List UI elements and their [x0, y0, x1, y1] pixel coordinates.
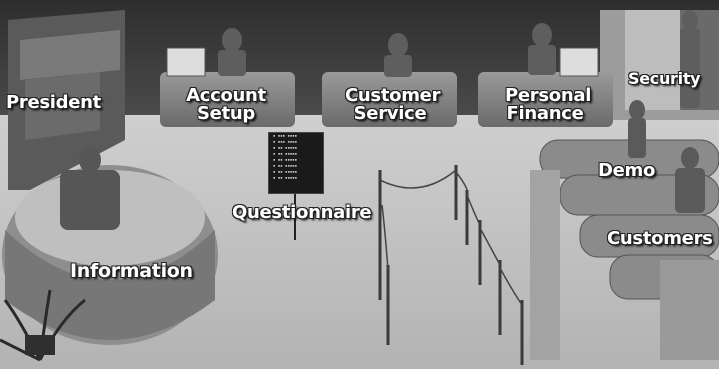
- information-hotspot[interactable]: Information: [70, 260, 193, 282]
- board-row: ▪ ▪▪ ▪▪▪▪▪: [273, 157, 298, 162]
- board-row: ▪ ▪▪ ▪▪▪▪▪: [273, 169, 298, 174]
- personal-finance-hotspot[interactable]: Personal Finance: [505, 85, 592, 124]
- president-hotspot[interactable]: President: [6, 92, 101, 113]
- board-row: ▪ ▪▪ ▪▪▪▪▪: [273, 163, 298, 168]
- security-hotspot[interactable]: Security: [628, 69, 701, 88]
- board-row: ▪ ▪▪ ▪▪▪▪▪: [273, 145, 298, 150]
- board-row: ▪ ▪▪▪ ▪▪▪▪: [273, 139, 298, 144]
- board-row: ▪ ▪▪ ▪▪▪▪▪: [273, 151, 298, 156]
- questionnaire-hotspot[interactable]: Questionnaire: [232, 202, 372, 223]
- board-row: ▪ ▪▪▪ ▪▪▪▪: [273, 133, 298, 138]
- board-row: ▪ ▪▪ ▪▪▪▪▪: [273, 175, 298, 180]
- customers-hotspot[interactable]: Customers: [607, 228, 713, 249]
- account-setup-hotspot[interactable]: Account Setup: [186, 85, 266, 124]
- demo-hotspot[interactable]: Demo: [598, 160, 656, 181]
- questionnaire-board: ▪ ▪▪▪ ▪▪▪▪ ▪ ▪▪▪ ▪▪▪▪ ▪ ▪▪ ▪▪▪▪▪ ▪ ▪▪ ▪▪…: [268, 132, 324, 194]
- customer-service-hotspot[interactable]: Customer Service: [345, 85, 441, 124]
